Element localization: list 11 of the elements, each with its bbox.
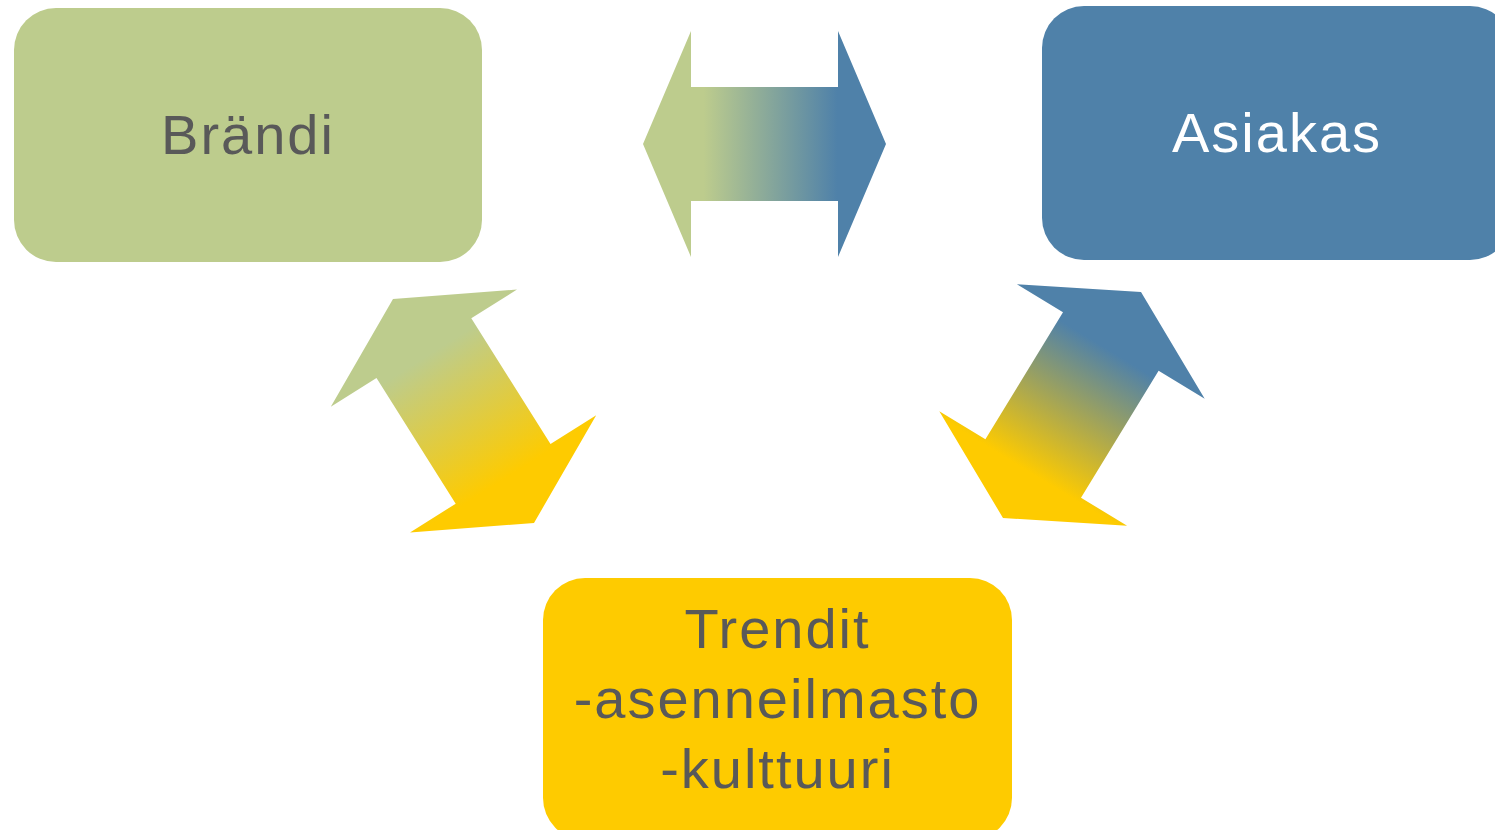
node-label: Asiakas — [1171, 100, 1383, 166]
double-arrow — [330, 289, 597, 533]
double-arrow — [939, 284, 1205, 526]
node-label: Trendit — [684, 596, 871, 662]
node-label: Brändi — [161, 102, 335, 168]
node-label: -asenneilmasto — [573, 666, 982, 732]
double-arrow — [643, 31, 886, 257]
rounded-box — [543, 578, 1012, 830]
rounded-box — [14, 8, 482, 262]
node-label: -kulttuuri — [660, 736, 895, 802]
rounded-box — [1042, 6, 1495, 260]
